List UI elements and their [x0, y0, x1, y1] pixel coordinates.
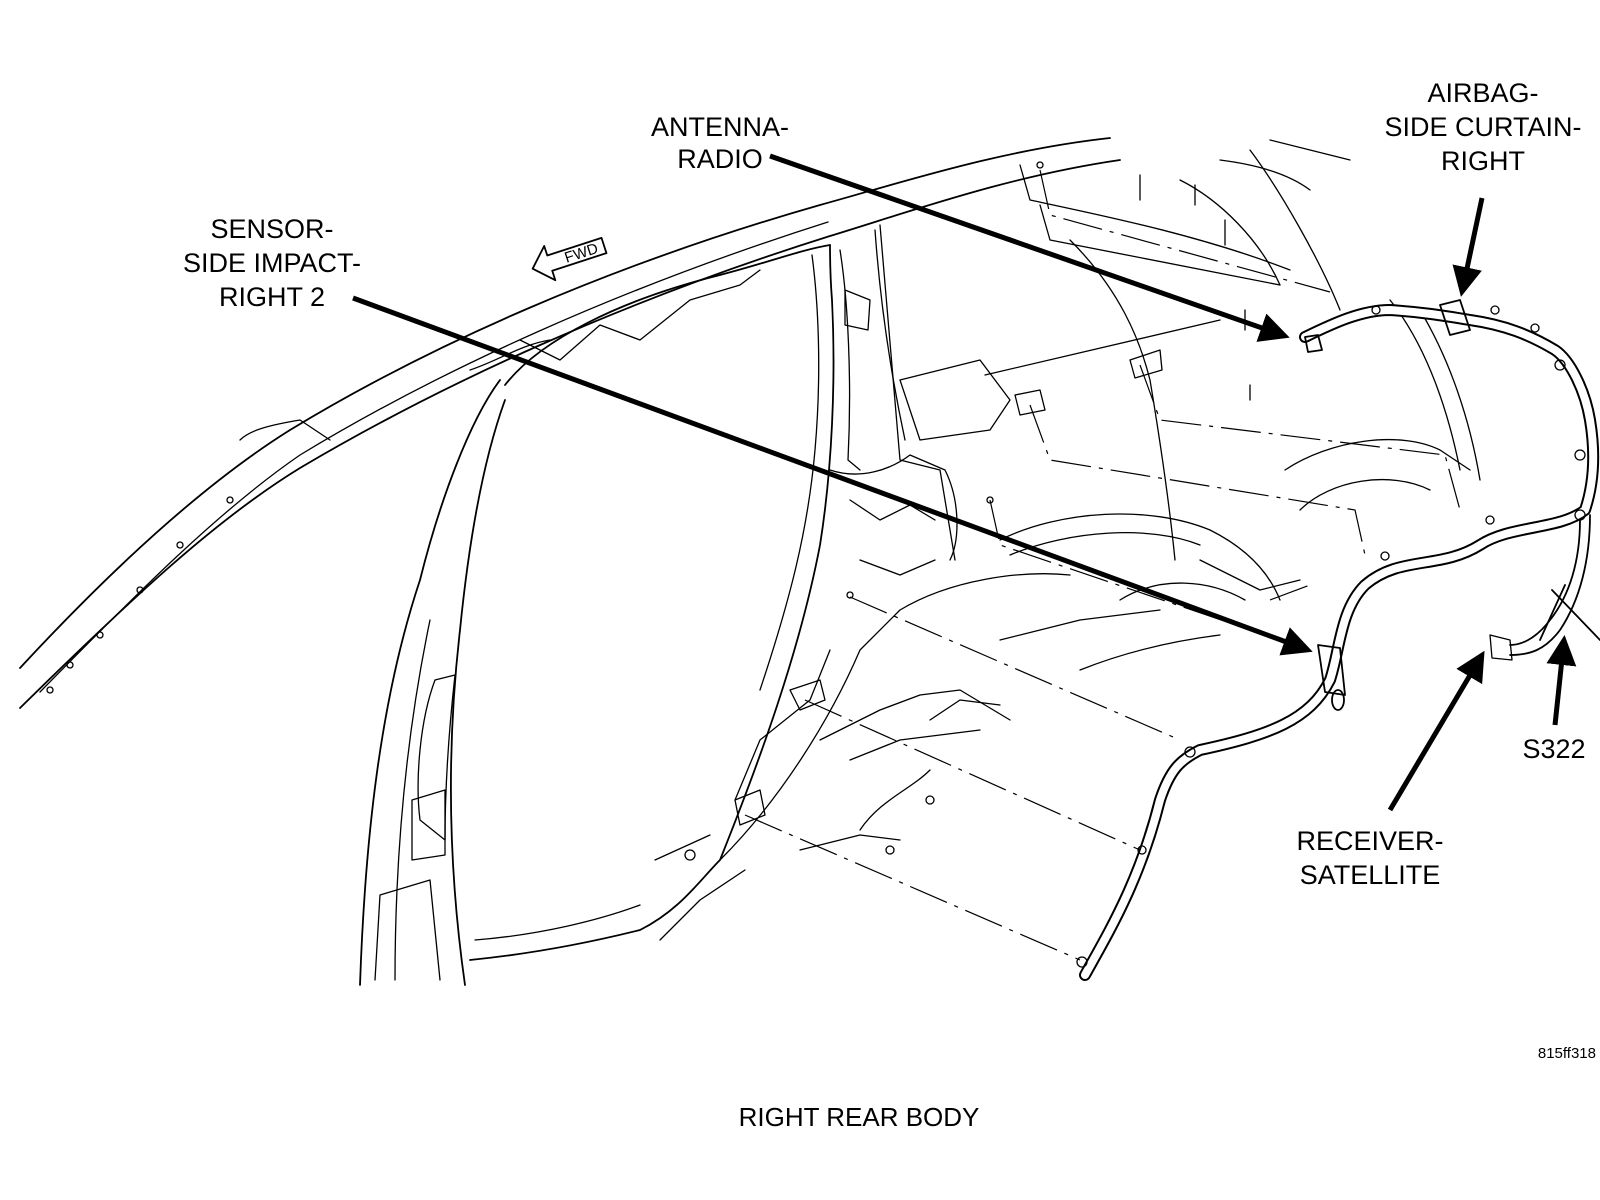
- receiver-label-line2: SATELLITE: [1300, 860, 1441, 890]
- rail-holes: [46, 496, 234, 694]
- figure-id: 815ff318: [1538, 1045, 1596, 1062]
- antenna-leader: [769, 153, 1290, 342]
- receiver-label-line1: RECEIVER-: [1296, 826, 1443, 856]
- sensor-label-line2: SIDE IMPACT-: [183, 248, 361, 278]
- airbag-label-line2: SIDE CURTAIN-: [1384, 112, 1581, 142]
- wire-harness: [1076, 299, 1600, 981]
- airbag-label-line3: RIGHT: [1441, 146, 1525, 176]
- attachment-lines: [744, 169, 1461, 961]
- antenna-radio-callout: ANTENNA- RADIO: [651, 112, 789, 174]
- sensor-label-line3: RIGHT 2: [219, 282, 325, 312]
- s322-label: S322: [1522, 734, 1585, 764]
- receiver-leader: [1387, 650, 1485, 812]
- antenna-label-line2: RADIO: [677, 144, 763, 174]
- sensor-side-impact-callout: SENSOR- SIDE IMPACT- RIGHT 2: [183, 214, 361, 312]
- sensor-leader: [352, 295, 1313, 656]
- body-structure: [19, 137, 1481, 986]
- receiver-satellite-callout: RECEIVER- SATELLITE: [1296, 826, 1443, 890]
- fwd-arrow: FWD: [531, 236, 608, 282]
- fwd-label: FWD: [563, 240, 601, 267]
- airbag-leader: [1452, 197, 1485, 297]
- sensor-label-line1: SENSOR-: [210, 214, 333, 244]
- antenna-label-line1: ANTENNA-: [651, 112, 789, 142]
- airbag-label-line1: AIRBAG-: [1427, 78, 1538, 108]
- airbag-side-curtain-callout: AIRBAG- SIDE CURTAIN- RIGHT: [1384, 78, 1581, 176]
- figure-caption: RIGHT REAR BODY: [739, 1102, 980, 1132]
- s322-leader: [1546, 635, 1577, 726]
- leader-lines: [352, 153, 1577, 812]
